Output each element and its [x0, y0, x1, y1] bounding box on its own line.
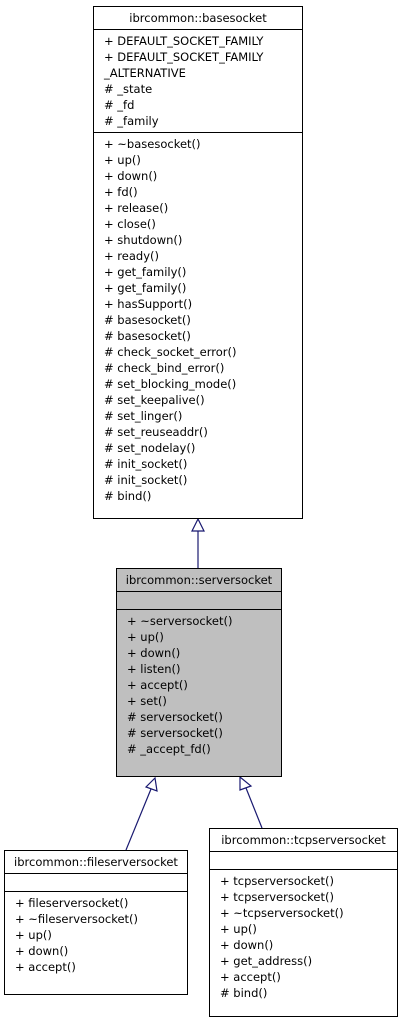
method-row: + down()	[220, 938, 274, 952]
method-row: # bind()	[220, 986, 268, 1000]
method-row: + accept()	[15, 960, 76, 974]
method-row: + tcpserversocket()	[220, 874, 334, 888]
class-title: ibrcommon::fileserversocket	[5, 851, 187, 874]
method-row: # _accept_fd()	[127, 742, 211, 756]
method-row: + ~fileserversocket()	[15, 912, 139, 926]
arrowhead-basesocket	[191, 517, 205, 532]
method-row: + ready()	[104, 249, 159, 263]
attribute-row: # _family	[104, 114, 159, 128]
method-row: + listen()	[127, 662, 181, 676]
attributes-section	[210, 852, 397, 870]
methods-section: + ~basesocket() + up() + down() + fd() + rel…	[94, 133, 302, 507]
arrow-fileserversocket-to-serversocket	[125, 788, 152, 851]
class-title: ibrcommon::tcpserversocket	[210, 829, 397, 852]
method-row: # set_reuseaddr()	[104, 425, 208, 439]
class-basesocket[interactable]: ibrcommon::basesocket + DEFAULT_SOCKET_F…	[93, 6, 303, 519]
method-row: # set_keepalive()	[104, 393, 205, 407]
methods-section: + tcpserversocket() + tcpserversocket() + …	[210, 870, 397, 1004]
arrow-tcpserversocket-to-serversocket	[245, 787, 263, 829]
method-row: # set_nodelay()	[104, 441, 196, 455]
attributes-section: + DEFAULT_SOCKET_FAMILY + DEFAULT_SOCKET_…	[94, 30, 302, 133]
method-row: + get_family()	[104, 281, 187, 295]
method-row: # basesocket()	[104, 329, 191, 343]
method-row: # init_socket()	[104, 473, 188, 487]
arrowhead-serversocket-right	[239, 775, 253, 791]
method-row: + up()	[104, 153, 141, 167]
class-tcpserversocket[interactable]: ibrcommon::tcpserversocket + tcpserverso…	[209, 828, 398, 1017]
method-row: # set_linger()	[104, 409, 183, 423]
class-serversocket[interactable]: ibrcommon::serversocket + ~serversocket(…	[116, 568, 282, 777]
methods-section: + ~serversocket() + up() + down() + listen(…	[117, 610, 281, 760]
arrowhead-serversocket-left	[144, 776, 158, 792]
method-row: # set_blocking_mode()	[104, 377, 237, 391]
method-row: + set()	[127, 694, 167, 708]
attribute-row: # _fd	[104, 98, 135, 112]
attribute-row: + DEFAULT_SOCKET_FAMILY	[104, 50, 264, 64]
method-row: + up()	[15, 928, 52, 942]
class-title: ibrcommon::basesocket	[94, 7, 302, 30]
method-row: # serversocket()	[127, 710, 223, 724]
method-row: + down()	[127, 646, 181, 660]
method-row: + get_family()	[104, 265, 187, 279]
methods-section: + fileserversocket() + ~fileserversocket(…	[5, 892, 187, 978]
method-row: # init_socket()	[104, 457, 188, 471]
method-row: + close()	[104, 217, 156, 231]
method-row: # serversocket()	[127, 726, 223, 740]
method-row: + fd()	[104, 185, 138, 199]
method-row: + up()	[220, 922, 257, 936]
method-row: + down()	[104, 169, 158, 183]
class-title: ibrcommon::serversocket	[117, 569, 281, 592]
method-row: + hasSupport()	[104, 297, 193, 311]
method-row: + ~basesocket()	[104, 137, 201, 151]
attribute-row: _ALTERNATIVE	[104, 66, 186, 80]
method-row: + fileserversocket()	[15, 896, 129, 910]
attributes-section	[117, 592, 281, 610]
method-row: + accept()	[220, 970, 281, 984]
method-row: + up()	[127, 630, 164, 644]
class-fileserversocket[interactable]: ibrcommon::fileserversocket + fileserver…	[4, 850, 188, 995]
method-row: + down()	[15, 944, 69, 958]
attribute-row: + DEFAULT_SOCKET_FAMILY	[104, 34, 264, 48]
method-row: + get_address()	[220, 954, 313, 968]
method-row: + ~tcpserversocket()	[220, 906, 344, 920]
method-row: + tcpserversocket()	[220, 890, 334, 904]
method-row: # check_socket_error()	[104, 345, 237, 359]
method-row: + release()	[104, 201, 169, 215]
method-row: + shutdown()	[104, 233, 183, 247]
method-row: + accept()	[127, 678, 188, 692]
method-row: # basesocket()	[104, 313, 191, 327]
method-row: # check_bind_error()	[104, 361, 225, 375]
attribute-row: # _state	[104, 82, 153, 96]
attributes-section	[5, 874, 187, 892]
method-row: # bind()	[104, 489, 152, 503]
method-row: + ~serversocket()	[127, 614, 233, 628]
